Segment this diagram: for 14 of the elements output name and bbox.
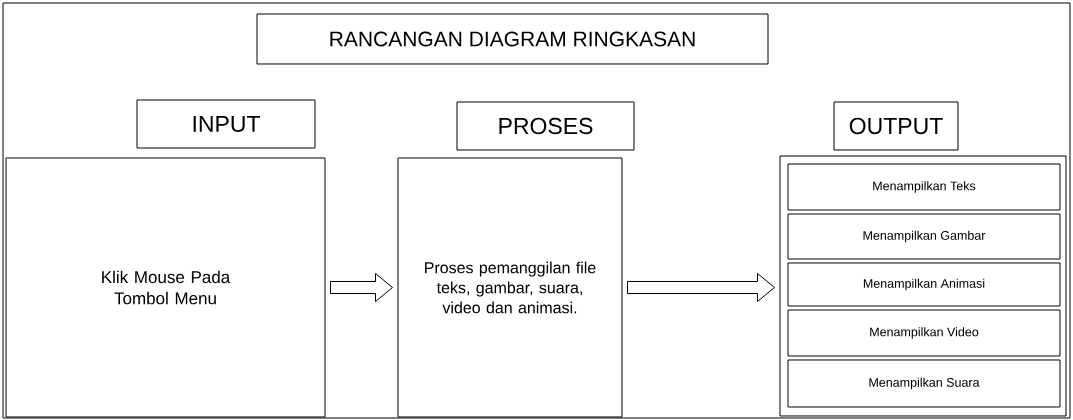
block-arrow — [330, 273, 393, 302]
title-box: RANCANGAN DIAGRAM RINGKASAN — [256, 13, 769, 65]
output-item-box: Menampilkan Suara — [787, 359, 1061, 408]
output-item-box: Menampilkan Teks — [787, 163, 1061, 211]
output-item-box: Menampilkan Gambar — [787, 213, 1061, 260]
output-panel — [779, 155, 1067, 417]
process-box: Proses pemanggilan file teks, gambar, suara, video dan animasi. — [397, 157, 623, 418]
heading-box: INPUT — [136, 99, 316, 149]
heading-box: OUTPUT — [833, 101, 959, 151]
heading-box: PROSES — [456, 101, 635, 151]
input-box: Klik Mouse Pada Tombol Menu — [5, 157, 326, 418]
output-item-box: Menampilkan Video — [787, 309, 1061, 357]
output-item-box: Menampilkan Animasi — [787, 262, 1061, 307]
block-arrow — [627, 273, 775, 302]
